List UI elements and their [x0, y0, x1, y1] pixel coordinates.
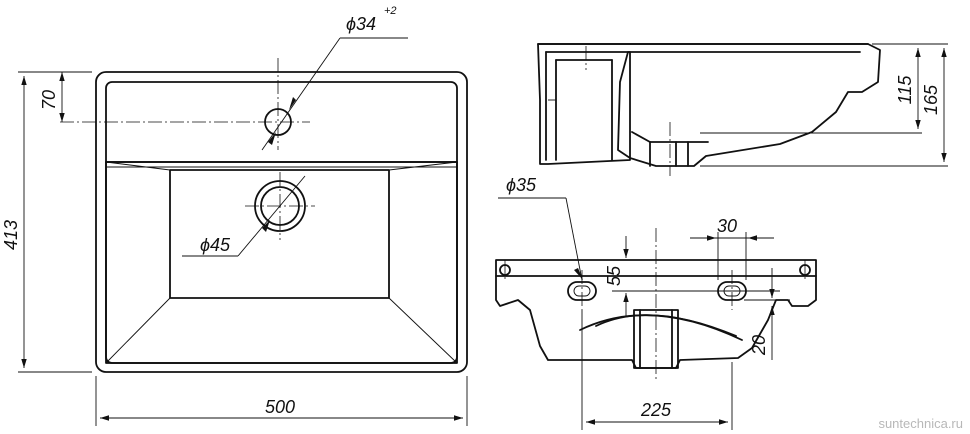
dim-phi34: ϕ34 — [346, 14, 376, 34]
side-view: 115 165 — [537, 43, 948, 176]
dim-500: 500 — [265, 397, 295, 417]
dim-115: 115 — [895, 75, 915, 105]
dim-30: 30 — [717, 216, 737, 236]
dim-phi35: ϕ35 — [506, 175, 537, 195]
watermark: suntechnica.ru — [878, 416, 963, 431]
basin-inner-rim — [105, 81, 458, 364]
dim-413: 413 — [1, 220, 21, 250]
dim-165: 165 — [921, 84, 941, 115]
front-profile — [495, 259, 817, 369]
basin-outer-rim — [95, 71, 468, 373]
side-profile — [537, 43, 881, 167]
dim-55: 55 — [604, 265, 624, 286]
dim-phi45: ϕ45 — [200, 235, 231, 255]
bowl-bottom — [169, 169, 390, 299]
dim-225: 225 — [640, 400, 672, 420]
top-view: 413 70 500 ϕ34 +2 ϕ45 — [1, 5, 468, 426]
dim-70: 70 — [39, 90, 59, 110]
front-view: 30 55 20 225 ϕ35 — [495, 175, 817, 430]
bowl-outline — [105, 161, 458, 364]
dim-phi34-tolerance: +2 — [384, 5, 397, 17]
dim-20: 20 — [749, 335, 769, 356]
